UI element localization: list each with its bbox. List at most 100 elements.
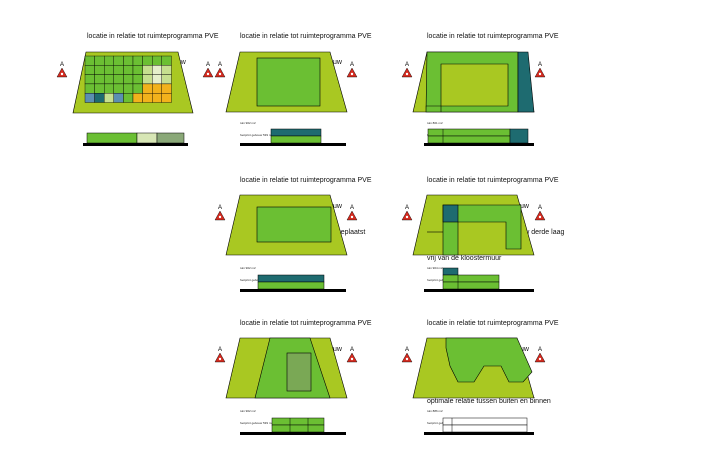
section-arrow-dot	[405, 72, 409, 76]
grid-cell	[161, 74, 172, 85]
section-marker-letter: A	[218, 347, 222, 353]
ground-line	[240, 432, 346, 435]
section-marker: A	[214, 347, 226, 363]
section-lower	[271, 424, 325, 433]
section-marker: A	[401, 347, 413, 363]
section-marker-letter: A	[405, 62, 409, 68]
section-block	[156, 132, 185, 144]
grid-cell	[142, 74, 153, 85]
grid-cell	[123, 74, 134, 85]
grid-cell	[123, 65, 134, 75]
section-marker: A	[534, 205, 546, 221]
grid-cell	[151, 74, 162, 85]
section-arrow-icon	[56, 67, 68, 78]
inner-volume	[286, 352, 312, 392]
caption-line: footprint gebouw 539 m2	[240, 421, 274, 425]
grid-cell	[151, 92, 162, 103]
building-footprint	[445, 337, 533, 383]
section-arrow-dot	[350, 72, 354, 76]
section-marker-letter: A	[538, 62, 542, 68]
section-upper	[257, 274, 325, 283]
section-upper	[442, 274, 500, 283]
section-arrow-dot	[538, 215, 542, 219]
grid-cell	[113, 83, 124, 94]
grid-cell	[161, 65, 172, 75]
grid-cell	[142, 65, 153, 75]
panel-1-section	[83, 132, 188, 146]
section-marker: A	[534, 62, 546, 78]
grid-cell	[113, 74, 124, 85]
panel-1-plan	[72, 51, 194, 114]
section-marker: A	[534, 347, 546, 363]
third-level-block	[442, 204, 459, 223]
section-lower	[442, 281, 500, 290]
section-teal	[509, 128, 529, 144]
ground-line	[424, 432, 534, 435]
section-arrow-icon	[346, 67, 358, 78]
grid-cell	[151, 65, 162, 75]
section-marker-letter: A	[350, 62, 354, 68]
section-arrow-dot	[218, 215, 222, 219]
section-arrow-icon	[214, 210, 226, 221]
grid-cell	[132, 65, 143, 75]
section-marker: A	[202, 62, 214, 78]
section-top	[442, 267, 459, 276]
section-upper	[427, 128, 511, 137]
grid-cell	[161, 55, 172, 66]
section-block	[136, 132, 158, 144]
ground-line	[240, 143, 346, 146]
panel-7-plan	[412, 337, 535, 399]
grid-cell	[94, 92, 105, 103]
grid-cell	[113, 55, 124, 66]
section-marker-letter: A	[538, 347, 542, 353]
title-line: vrij van de kloostermuur	[427, 254, 502, 262]
section-marker: A	[346, 62, 358, 78]
grid-cell	[132, 92, 143, 103]
section-marker: A	[214, 205, 226, 221]
title-line: locatie in relatie tot ruimteprogramma P…	[240, 320, 372, 328]
section-marker-letter: A	[405, 347, 409, 353]
section-arrow-dot	[218, 72, 222, 76]
caption-line: tuin 902 m2	[240, 409, 256, 413]
grid-cell	[84, 83, 95, 94]
section-lower	[257, 281, 325, 290]
section-arrow-icon	[401, 210, 413, 221]
grid-cell	[132, 83, 143, 94]
section-arrow-icon	[214, 67, 226, 78]
section-lower	[270, 135, 322, 144]
building-footprint	[256, 206, 332, 243]
grid-cell	[103, 65, 114, 75]
section-marker-letter: A	[538, 205, 542, 211]
title-line: locatie in relatie tot ruimteprogramma P…	[427, 33, 559, 41]
title-line: locatie in relatie tot ruimteprogramma P…	[427, 320, 559, 328]
section-arrow-dot	[206, 72, 210, 76]
grid-cell	[123, 92, 134, 103]
grid-cell	[123, 55, 134, 66]
panel-6-section	[240, 417, 346, 435]
title-line: optimale relatie tussen buiten en binnen	[427, 397, 551, 405]
section-marker-letter: A	[206, 62, 210, 68]
section-marker-letter: A	[350, 347, 354, 353]
caption-line: tuin 902 m2	[240, 266, 256, 270]
building-footprint	[442, 204, 522, 256]
building-grid	[84, 55, 172, 103]
section-arrow-dot	[405, 357, 409, 361]
building-footprint	[256, 57, 321, 107]
section-arrow-dot	[538, 72, 542, 76]
section-upper	[270, 128, 322, 137]
section-lower	[427, 135, 511, 144]
section-arrow-icon	[534, 67, 546, 78]
panel-2-section	[240, 128, 346, 146]
ground-line	[83, 143, 188, 146]
section-marker: A	[214, 62, 226, 78]
title-line: locatie in relatie tot ruimteprogramma P…	[240, 33, 372, 41]
panel-7-section	[424, 417, 534, 435]
panel-3-section	[424, 128, 534, 146]
grid-cell	[94, 65, 105, 75]
title-line: locatie in relatie tot ruimteprogramma P…	[87, 33, 219, 41]
panel-4-section	[240, 274, 346, 292]
panel-6-caption: tuin 902 m2 footprint gebouw 539 m2	[240, 401, 273, 429]
caption-line: tuin 902 m2	[240, 121, 256, 125]
section-marker-letter: A	[350, 205, 354, 211]
grid-cell	[142, 92, 153, 103]
